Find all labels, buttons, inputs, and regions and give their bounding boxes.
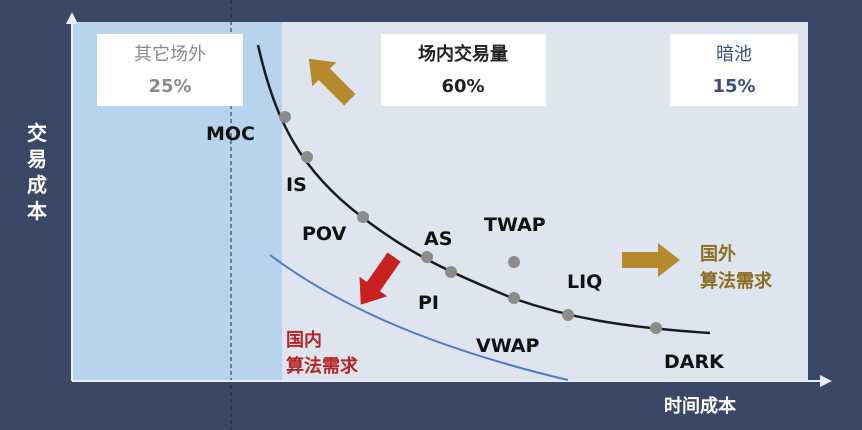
point-as: [421, 251, 433, 263]
foreign-demand-line2: 算法需求: [700, 270, 773, 292]
label-dark: DARK: [664, 351, 725, 373]
label-twap: TWAP: [484, 214, 546, 236]
segment-name: 场内交易量: [418, 43, 508, 65]
label-pov: POV: [302, 223, 347, 245]
point-moc: [279, 111, 291, 123]
label-vwap: VWAP: [476, 335, 540, 357]
segment-share: 60%: [441, 76, 484, 97]
label-is: IS: [286, 174, 307, 196]
point-pi: [445, 266, 457, 278]
segment-share: 15%: [712, 76, 755, 97]
domestic-frontier-curve: [269, 254, 569, 381]
label-as: AS: [424, 228, 452, 250]
y-axis-label: 交易成本: [27, 121, 47, 223]
down-left-arrow-icon: [359, 252, 401, 305]
point-dark: [650, 322, 662, 334]
point-vwap: [508, 292, 520, 304]
segment-name: 暗池: [716, 44, 752, 65]
point-twap: [508, 256, 520, 268]
label-moc: MOC: [206, 123, 255, 145]
x-axis-arrow-icon: [820, 375, 832, 387]
segment-name: 其它场外: [134, 44, 206, 65]
segment-box-exchange: 场内交易量 60%: [381, 34, 546, 106]
up-left-arrow-icon: [308, 58, 356, 106]
foreign-demand-line1: 国外: [700, 243, 736, 265]
point-liq: [562, 309, 574, 321]
x-axis-label: 时间成本: [664, 395, 736, 417]
segment-box-otc: 其它场外 25%: [97, 34, 243, 106]
domestic-demand-line1: 国内: [286, 329, 322, 351]
efficient-frontier-curve: [256, 44, 711, 335]
segment-box-dark-pool: 暗池 15%: [670, 34, 798, 106]
label-liq: LIQ: [567, 271, 602, 293]
point-pov: [357, 211, 369, 223]
right-arrow-icon: [622, 243, 680, 277]
segment-share: 25%: [148, 76, 191, 97]
y-axis-arrow-icon: [66, 12, 78, 24]
domestic-demand-line2: 算法需求: [286, 355, 359, 377]
label-pi: PI: [418, 292, 439, 314]
point-is: [301, 151, 313, 163]
